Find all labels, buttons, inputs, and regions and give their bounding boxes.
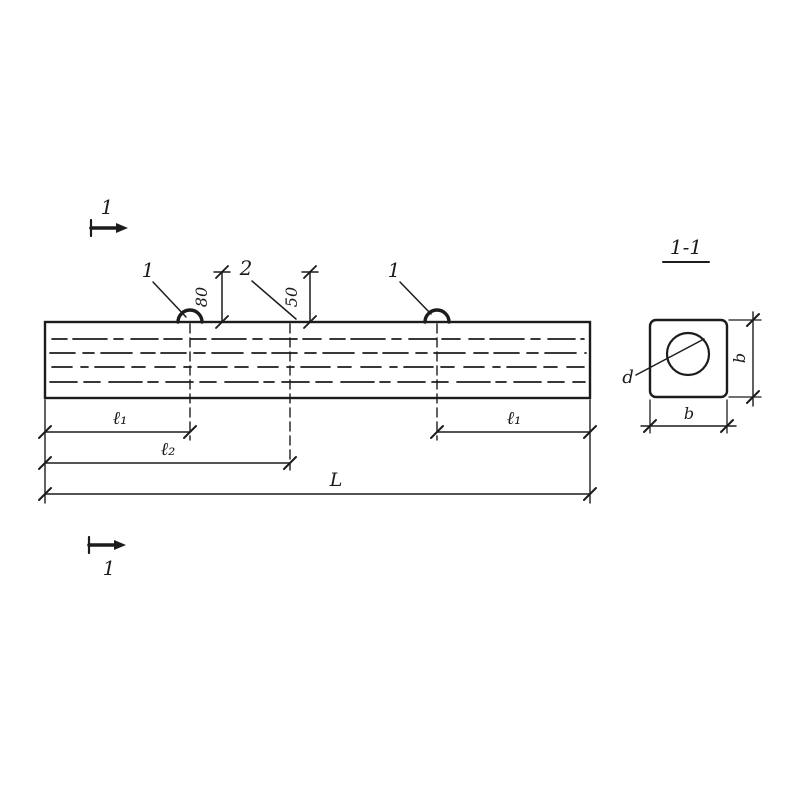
dim-tick [583,425,597,439]
section-cut-bottom-arrow-icon [114,540,126,550]
section-cut-mark-bottom: 1 [87,535,126,580]
dim-tick [215,265,229,279]
dim-tick [38,425,52,439]
dim-l2-label: ℓ₂ [161,439,176,460]
dim-section-height-label: b [730,353,749,363]
elevation-dimensions: ℓ₁ ℓ₂ ℓ₁ L [38,399,597,504]
callout-right-loop-label: 1 [388,258,401,282]
beam-outline [43,320,592,400]
dim-l1-left-label: ℓ₁ [113,408,128,429]
lifting-loop-right [423,308,451,324]
callout-center-leader [251,280,297,320]
dim-tick [746,313,760,327]
section-cut-bottom-label: 1 [103,556,116,580]
dim-l1-right: ℓ₁ [430,408,597,439]
callout-center-label: 2 [239,256,253,280]
dim-tick [720,419,734,433]
dim-hole-diameter-label: d [622,367,634,388]
dim-section-height: b [728,311,762,407]
dim-tick [38,487,52,501]
dim-total-length: L [38,469,597,501]
dim-tick [430,425,444,439]
section-view: 1-1 d b b [622,235,762,434]
section-square-outline [648,318,729,399]
dim-l2: ℓ₂ [38,439,297,470]
dim-tick [303,315,317,329]
section-hole-circle [665,331,711,377]
dim-tick [746,390,760,404]
dim-center-offset-label: 50 [282,287,301,307]
section-view-title: 1-1 [670,235,702,259]
dim-tick [303,265,317,279]
dim-loop-height-label: 80 [192,287,211,307]
hole-diameter-leader [635,338,705,376]
dim-tick [38,456,52,470]
dim-section-width-label: b [684,404,694,423]
dim-tick [283,456,297,470]
beam-elevation: 1 2 1 80 50 [43,256,592,471]
dim-tick [583,487,597,501]
section-cut-top-label: 1 [101,195,114,219]
dim-tick [183,425,197,439]
dim-l1-right-label: ℓ₁ [507,408,522,429]
callout-left-loop-label: 1 [142,258,155,282]
dim-tick [643,419,657,433]
lifting-loop-left [176,308,204,324]
section-cut-mark-top: 1 [89,195,128,238]
section-cut-top-arrow-icon [116,223,128,233]
dim-total-length-label: L [329,469,343,491]
callout-left-loop-leader [152,281,187,318]
dim-section-width: b [640,399,737,434]
callout-right-loop-leader [399,281,432,315]
dim-l1-left: ℓ₁ [38,408,197,439]
dim-loop-height: 80 [192,265,231,329]
dim-center-offset: 50 [282,265,319,329]
dim-tick [215,315,229,329]
